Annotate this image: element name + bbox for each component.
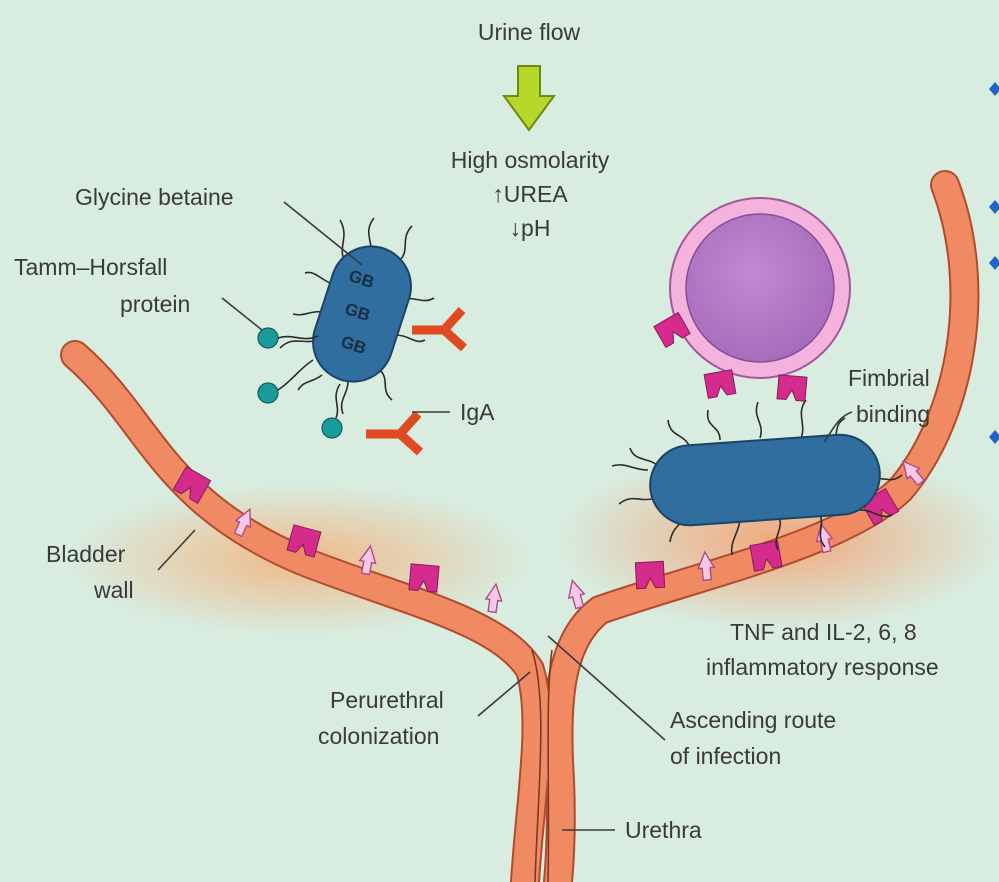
glycine-betaine-label: Glycine betaine <box>75 184 234 210</box>
bladder-wall-label-line2: wall <box>93 577 134 603</box>
bladder-wall-label-line1: Bladder <box>46 541 126 567</box>
slide-bullets <box>989 82 999 444</box>
iga-label: IgA <box>460 399 495 425</box>
uroepithelial-cell <box>654 198 850 401</box>
urea-label: ↑UREA <box>492 181 568 207</box>
perurethral-colonization-label-line1: Perurethral <box>330 687 444 713</box>
inflammatory-response-label-line1: TNF and IL-2, 6, 8 <box>730 619 917 645</box>
urine-flow-label: Urine flow <box>478 19 581 45</box>
perurethral-colonization-label-line2: colonization <box>318 723 439 749</box>
ascending-route-label-line1: Ascending route <box>670 707 836 733</box>
fimbrial-binding-label-line2: binding <box>856 401 930 427</box>
ascending-route-label-line2: of infection <box>670 743 781 769</box>
inflammatory-response-label-line2: inflammatory response <box>706 654 939 680</box>
ph-label: ↓pH <box>510 215 551 241</box>
fimbrial-binding-label-line1: Fimbrial <box>848 365 930 391</box>
urethra-label: Urethra <box>625 817 702 843</box>
tamm-horsfall-label-line1: Tamm–Horsfall <box>14 254 167 280</box>
urine-flow-arrow-icon <box>504 66 554 130</box>
tamm-horsfall-label-line2: protein <box>120 291 190 317</box>
bacterium-with-glycine-betaine: GB GB GB <box>280 218 434 414</box>
high-osmolarity-label: High osmolarity <box>451 147 610 173</box>
